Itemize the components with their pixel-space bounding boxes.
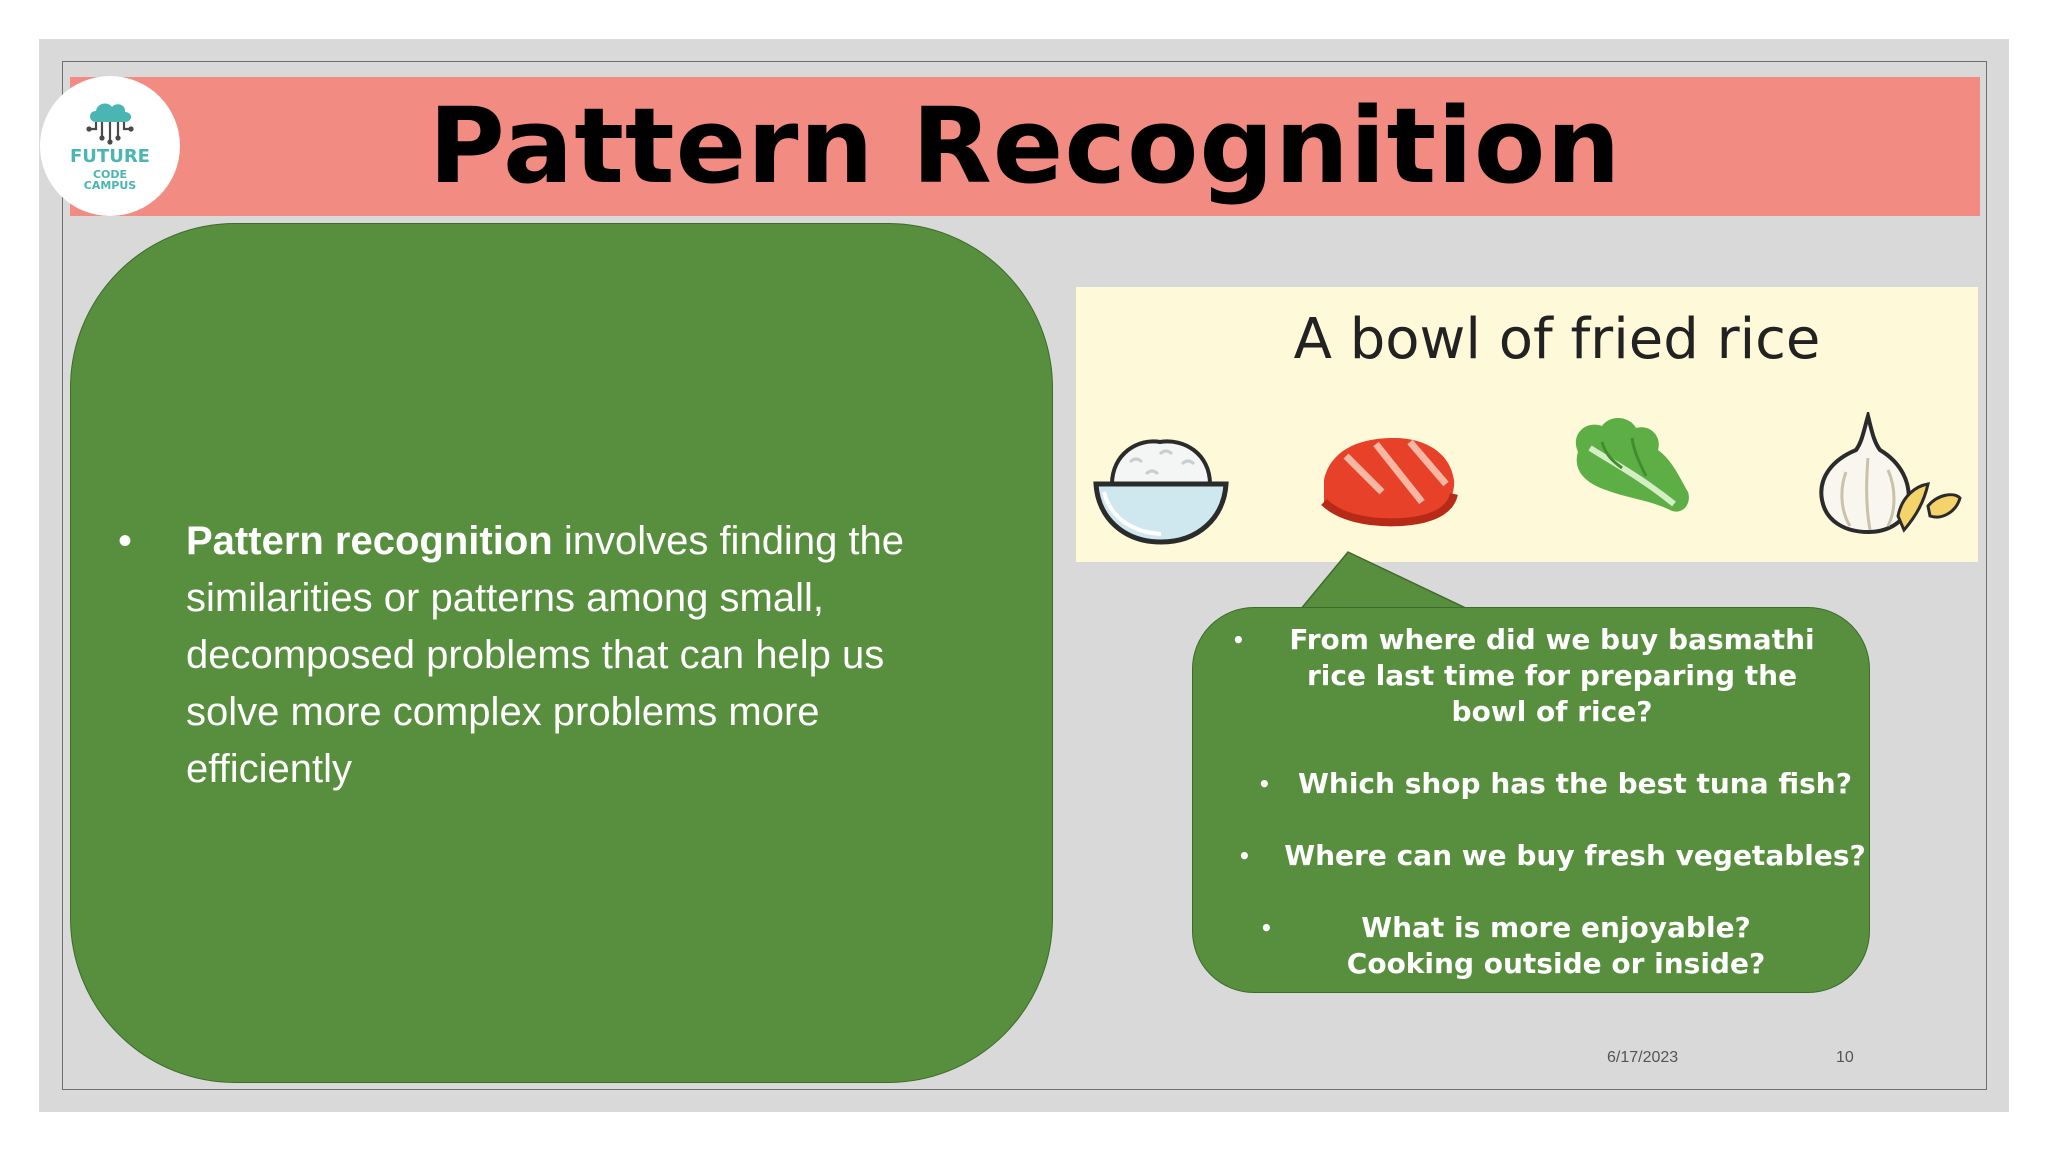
slide-date: 6/17/2023 <box>1607 1049 1679 1066</box>
cloud-circuit-icon <box>86 103 134 145</box>
definition-term: Pattern recognition <box>186 519 553 563</box>
picture-caption: A bowl of fried rice <box>1293 307 1821 372</box>
title-bar <box>70 77 1980 216</box>
bullet: • <box>1238 844 1251 868</box>
bullet: • <box>118 519 133 563</box>
fried-rice-picture: A bowl of fried rice <box>1076 287 1978 562</box>
question-item: • From where did we buy basmathi rice la… <box>1232 623 1815 728</box>
definition-text: • Pattern recognition involves finding t… <box>118 513 968 798</box>
logo-text-future: FUTURE <box>70 146 150 167</box>
logo-text-campus: CAMPUS <box>83 179 137 192</box>
lettuce-icon <box>1575 417 1689 512</box>
slide-number: 10 <box>1836 1049 1854 1066</box>
definition-body: involves finding the similarities or pat… <box>186 519 905 791</box>
slide-title: Pattern Recognition <box>428 85 1622 207</box>
bullet: • <box>1260 916 1273 940</box>
bullet: • <box>1232 628 1245 652</box>
slide-frame <box>62 61 1987 1090</box>
callout-pointer <box>1300 551 1471 612</box>
question-item: • Which shop has the best tuna fish? <box>1258 767 1852 800</box>
question-item: • What is more enjoyable? Cooking outsid… <box>1260 911 1766 980</box>
garlic-icon <box>1819 412 1962 535</box>
future-code-campus-logo: FUTURE CODE CAMPUS <box>40 76 180 216</box>
logo-text-code: CODE <box>92 168 128 181</box>
rice-bowl-icon <box>1093 439 1229 545</box>
questions-callout <box>1192 607 1870 993</box>
bullet: • <box>1258 772 1271 796</box>
tuna-fish-icon <box>1321 438 1458 527</box>
question-item: • Where can we buy fresh vegetables? <box>1238 839 1866 872</box>
definition-box <box>70 223 1053 1083</box>
